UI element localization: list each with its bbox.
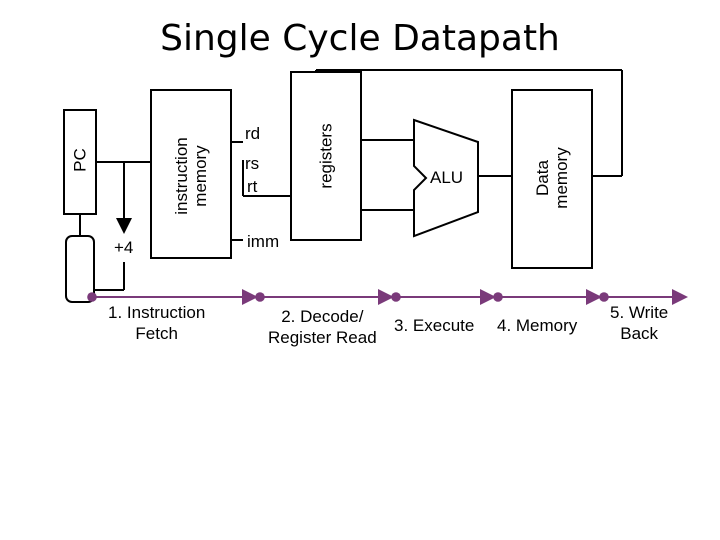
instruction-memory-block: [150, 89, 232, 259]
stage-execute-label: 3. Execute: [394, 316, 475, 335]
stage-decode-label: 2. Decode/Register Read: [268, 307, 377, 347]
stage-memory-label: 4. Memory: [497, 316, 578, 335]
imm-field-label: imm: [247, 232, 280, 251]
data-memory-block: [511, 89, 593, 269]
adder-label: +4: [114, 238, 134, 257]
page-title: Single Cycle Datapath: [160, 18, 560, 59]
pc-mux-block: [65, 235, 95, 303]
rd-field-label: rd: [245, 124, 261, 143]
rs-field-label: rs: [245, 154, 260, 173]
registers-label: registers: [316, 123, 336, 189]
alu-shape: [413, 118, 479, 238]
pc-label: PC: [70, 148, 90, 172]
rt-field-label: rt: [247, 177, 258, 196]
alu-label: ALU: [430, 168, 464, 187]
registers-block: [290, 71, 362, 241]
